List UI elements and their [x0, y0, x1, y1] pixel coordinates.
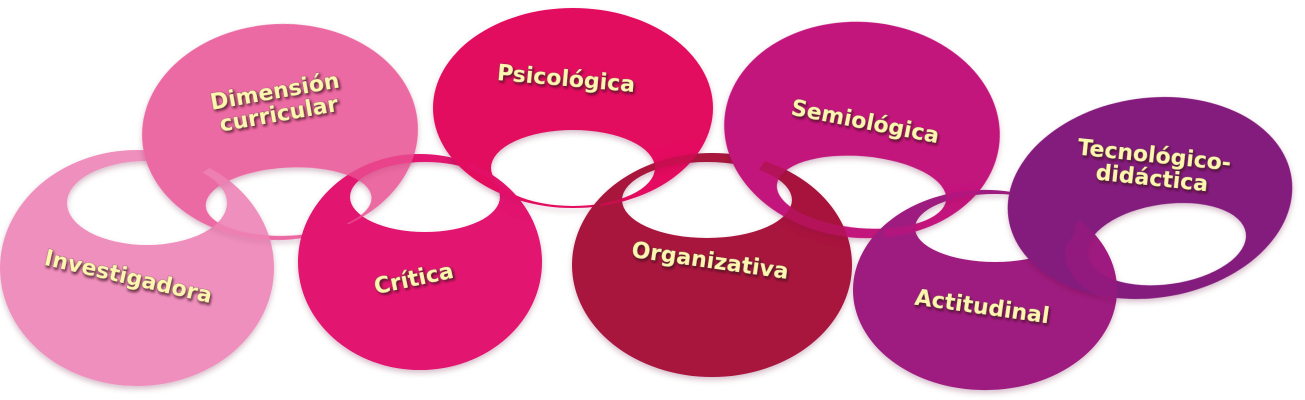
ring-critica	[298, 153, 542, 371]
ring-shape-semiologica	[724, 21, 1000, 239]
ring-shape-critica	[298, 153, 542, 371]
ring-dimension-curricular	[142, 23, 418, 241]
ring-shape-dimension-curricular	[142, 23, 418, 241]
ring-actitudinal	[852, 189, 1118, 391]
ring-shape-investigadora	[0, 150, 274, 386]
ring-organizativa	[572, 153, 852, 377]
ring-shape-psicologica	[433, 8, 713, 208]
ring-psicologica	[433, 8, 713, 208]
ring-investigadora	[0, 150, 274, 386]
ring-semiologica	[724, 21, 1000, 239]
ring-shape-actitudinal	[852, 189, 1118, 391]
ring-shape-organizativa	[572, 153, 852, 377]
ring-layer	[0, 8, 1293, 391]
